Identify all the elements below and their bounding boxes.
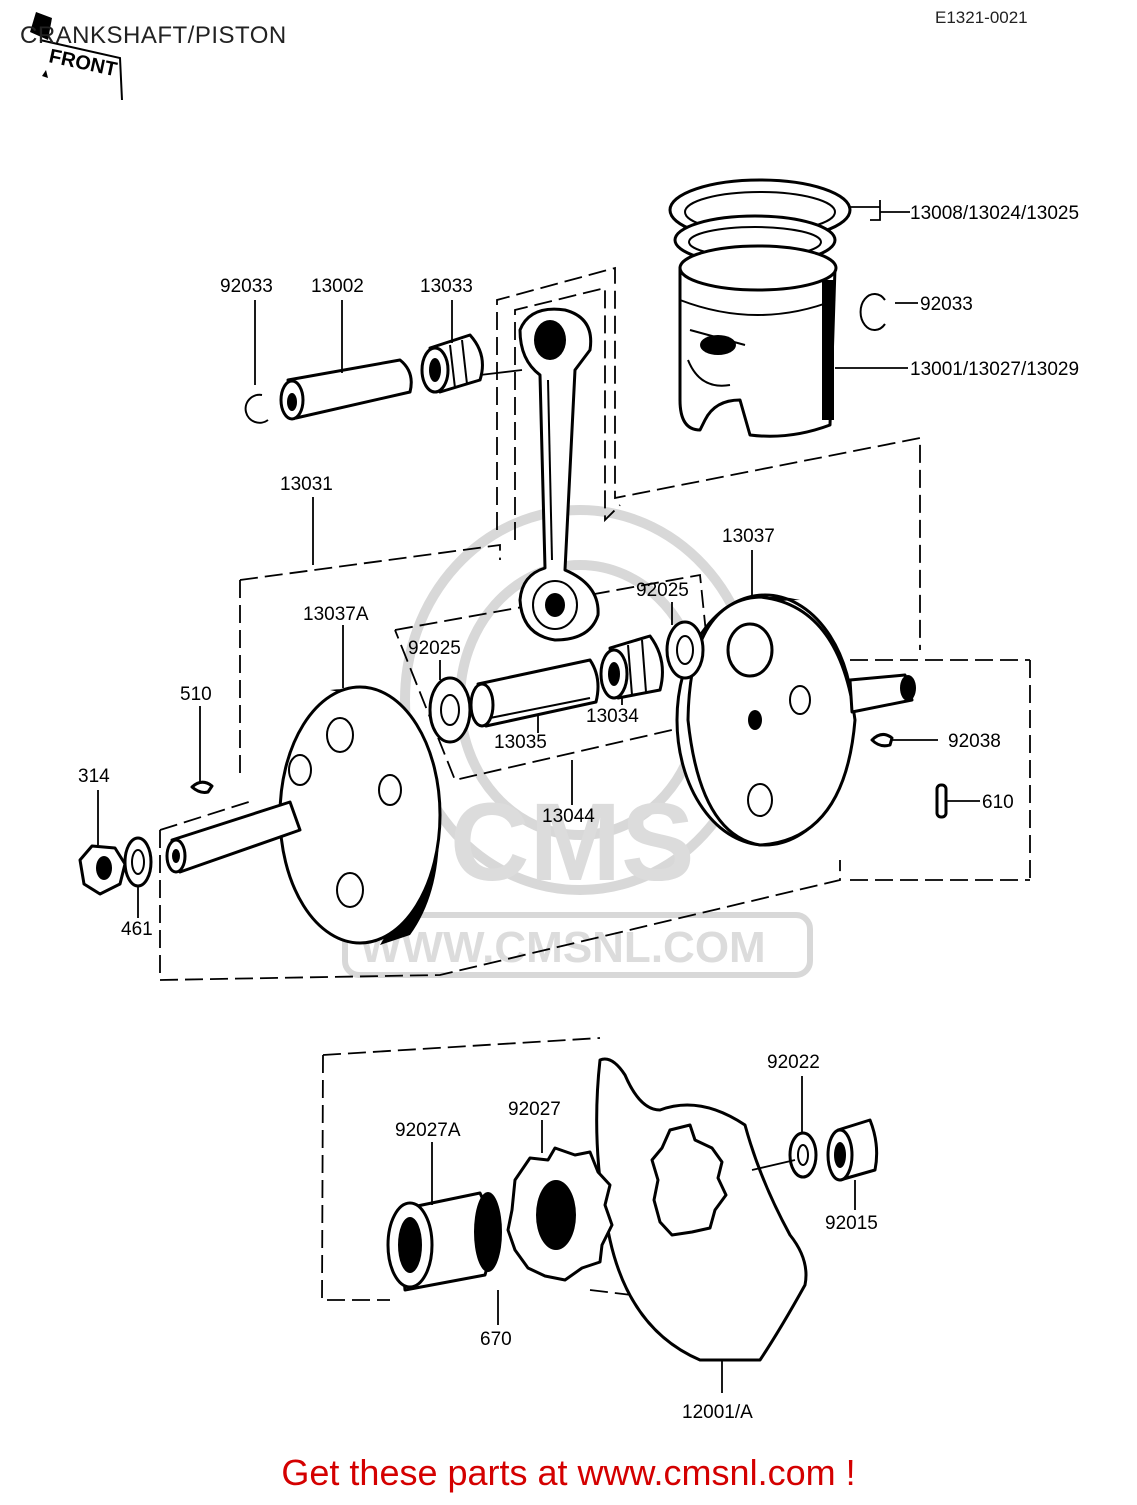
label-rod-assy: 13044 [542,806,595,827]
label-washer: 92022 [767,1052,820,1073]
crank-nut [78,844,127,896]
piston-pin [279,358,413,421]
label-flywheel-right: 13037 [722,526,775,547]
label-nut-bottom: 92015 [825,1213,878,1234]
drawing-code: E1321-0021 [935,8,1028,27]
connecting-rod [518,307,600,642]
dowel-pin [935,783,948,819]
label-left-circlip: 92033 [220,276,273,297]
label-big-end-bearing: 13034 [586,706,639,727]
bottom-nut [826,1118,879,1182]
collar-a [386,1191,502,1292]
label-small-end-bearing: 13033 [420,276,473,297]
label-sprocket: 12001/A [682,1402,753,1423]
label-crankshaft-assy: 13031 [280,474,333,495]
label-lock-washer: 461 [121,919,153,940]
small-end-bearing [420,333,484,394]
bottom-washer [788,1131,818,1179]
label-key: 510 [180,684,212,705]
label-flywheel-left: 13037A [303,604,369,625]
label-collar-a: 92027A [395,1120,461,1141]
footer-link-text[interactable]: Get these parts at www.cmsnl.com ! [281,1452,856,1493]
label-piston: 13001/13027/13029 [910,359,1079,380]
big-end-bearing [599,634,664,700]
watermark-url: WWW.CMSNL.COM [360,923,766,972]
left-flywheel [165,685,442,945]
left-circlip [244,393,269,424]
label-collar: 92027 [508,1099,561,1120]
label-crank-seal: 92038 [948,731,1001,752]
page-title: CRANKSHAFT/PISTON [20,22,287,49]
crank-pin [469,658,600,728]
label-pin: 610 [982,792,1014,813]
left-thrust-washer [428,676,472,744]
cmsnl-watermark: CMS WWW.CMSNL.COM [342,505,813,978]
right-thrust-washer [665,620,705,680]
primary-sprocket-plate [595,1057,808,1362]
label-washer-right: 92025 [636,580,689,601]
label-piston-circlip: 92033 [920,294,973,315]
label-nut: 314 [78,766,110,787]
right-flywheel [675,593,916,847]
drive-gear [506,1146,614,1282]
front-label: FRONT [47,45,119,81]
piston [678,244,838,438]
piston-circlip [859,293,886,331]
label-crank-pin: 13035 [494,732,547,753]
label-piston-pin: 13002 [311,276,364,297]
lock-washer [123,836,153,888]
label-gear-pin: 670 [480,1329,512,1350]
label-rings: 13008/13024/13025 [910,203,1079,224]
part-labels: 13008/13024/13025 92033 13001/13027/1302… [78,203,1079,1423]
leader-lines [97,200,980,1393]
label-washer-left: 92025 [408,638,461,659]
woodruff-key [190,780,214,794]
crank-seal-ring [870,733,894,748]
